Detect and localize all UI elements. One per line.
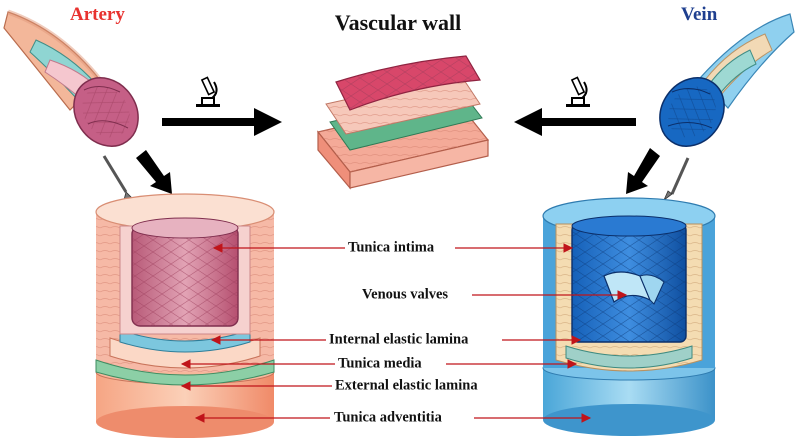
diagram-title: Vascular wall: [334, 10, 462, 35]
artery-down-arrow: [136, 150, 172, 194]
artery-title: Artery: [70, 4, 125, 25]
vein-vessel-illustration: [659, 13, 795, 147]
label-external-elastic-lamina: External elastic lamina: [335, 377, 478, 394]
label-tunica-intima: Tunica intima: [348, 239, 435, 256]
label-tunica-media: Tunica media: [338, 355, 422, 372]
artery-to-wall-arrow: [162, 108, 282, 136]
label-tunica-adventitia: Tunica adventitia: [334, 409, 442, 426]
vein-cross-section: [542, 197, 716, 436]
label-venous-valves: Venous valves: [362, 286, 449, 303]
vein-to-wall-arrow: [514, 108, 636, 136]
scalpel-icon: [102, 155, 133, 201]
vein-title: Vein: [681, 4, 718, 25]
artery-vessel-illustration: [3, 9, 139, 147]
microscope-icon-right: [566, 76, 590, 107]
scalpel-icon-right: [663, 157, 690, 202]
label-internal-elastic-lamina: Internal elastic lamina: [329, 331, 469, 348]
pointer-lines: [180, 243, 628, 423]
microscope-icon: [196, 76, 220, 107]
vascular-wall-block: [316, 55, 490, 190]
artery-cross-section: [95, 193, 275, 438]
vein-down-arrow: [626, 148, 660, 194]
